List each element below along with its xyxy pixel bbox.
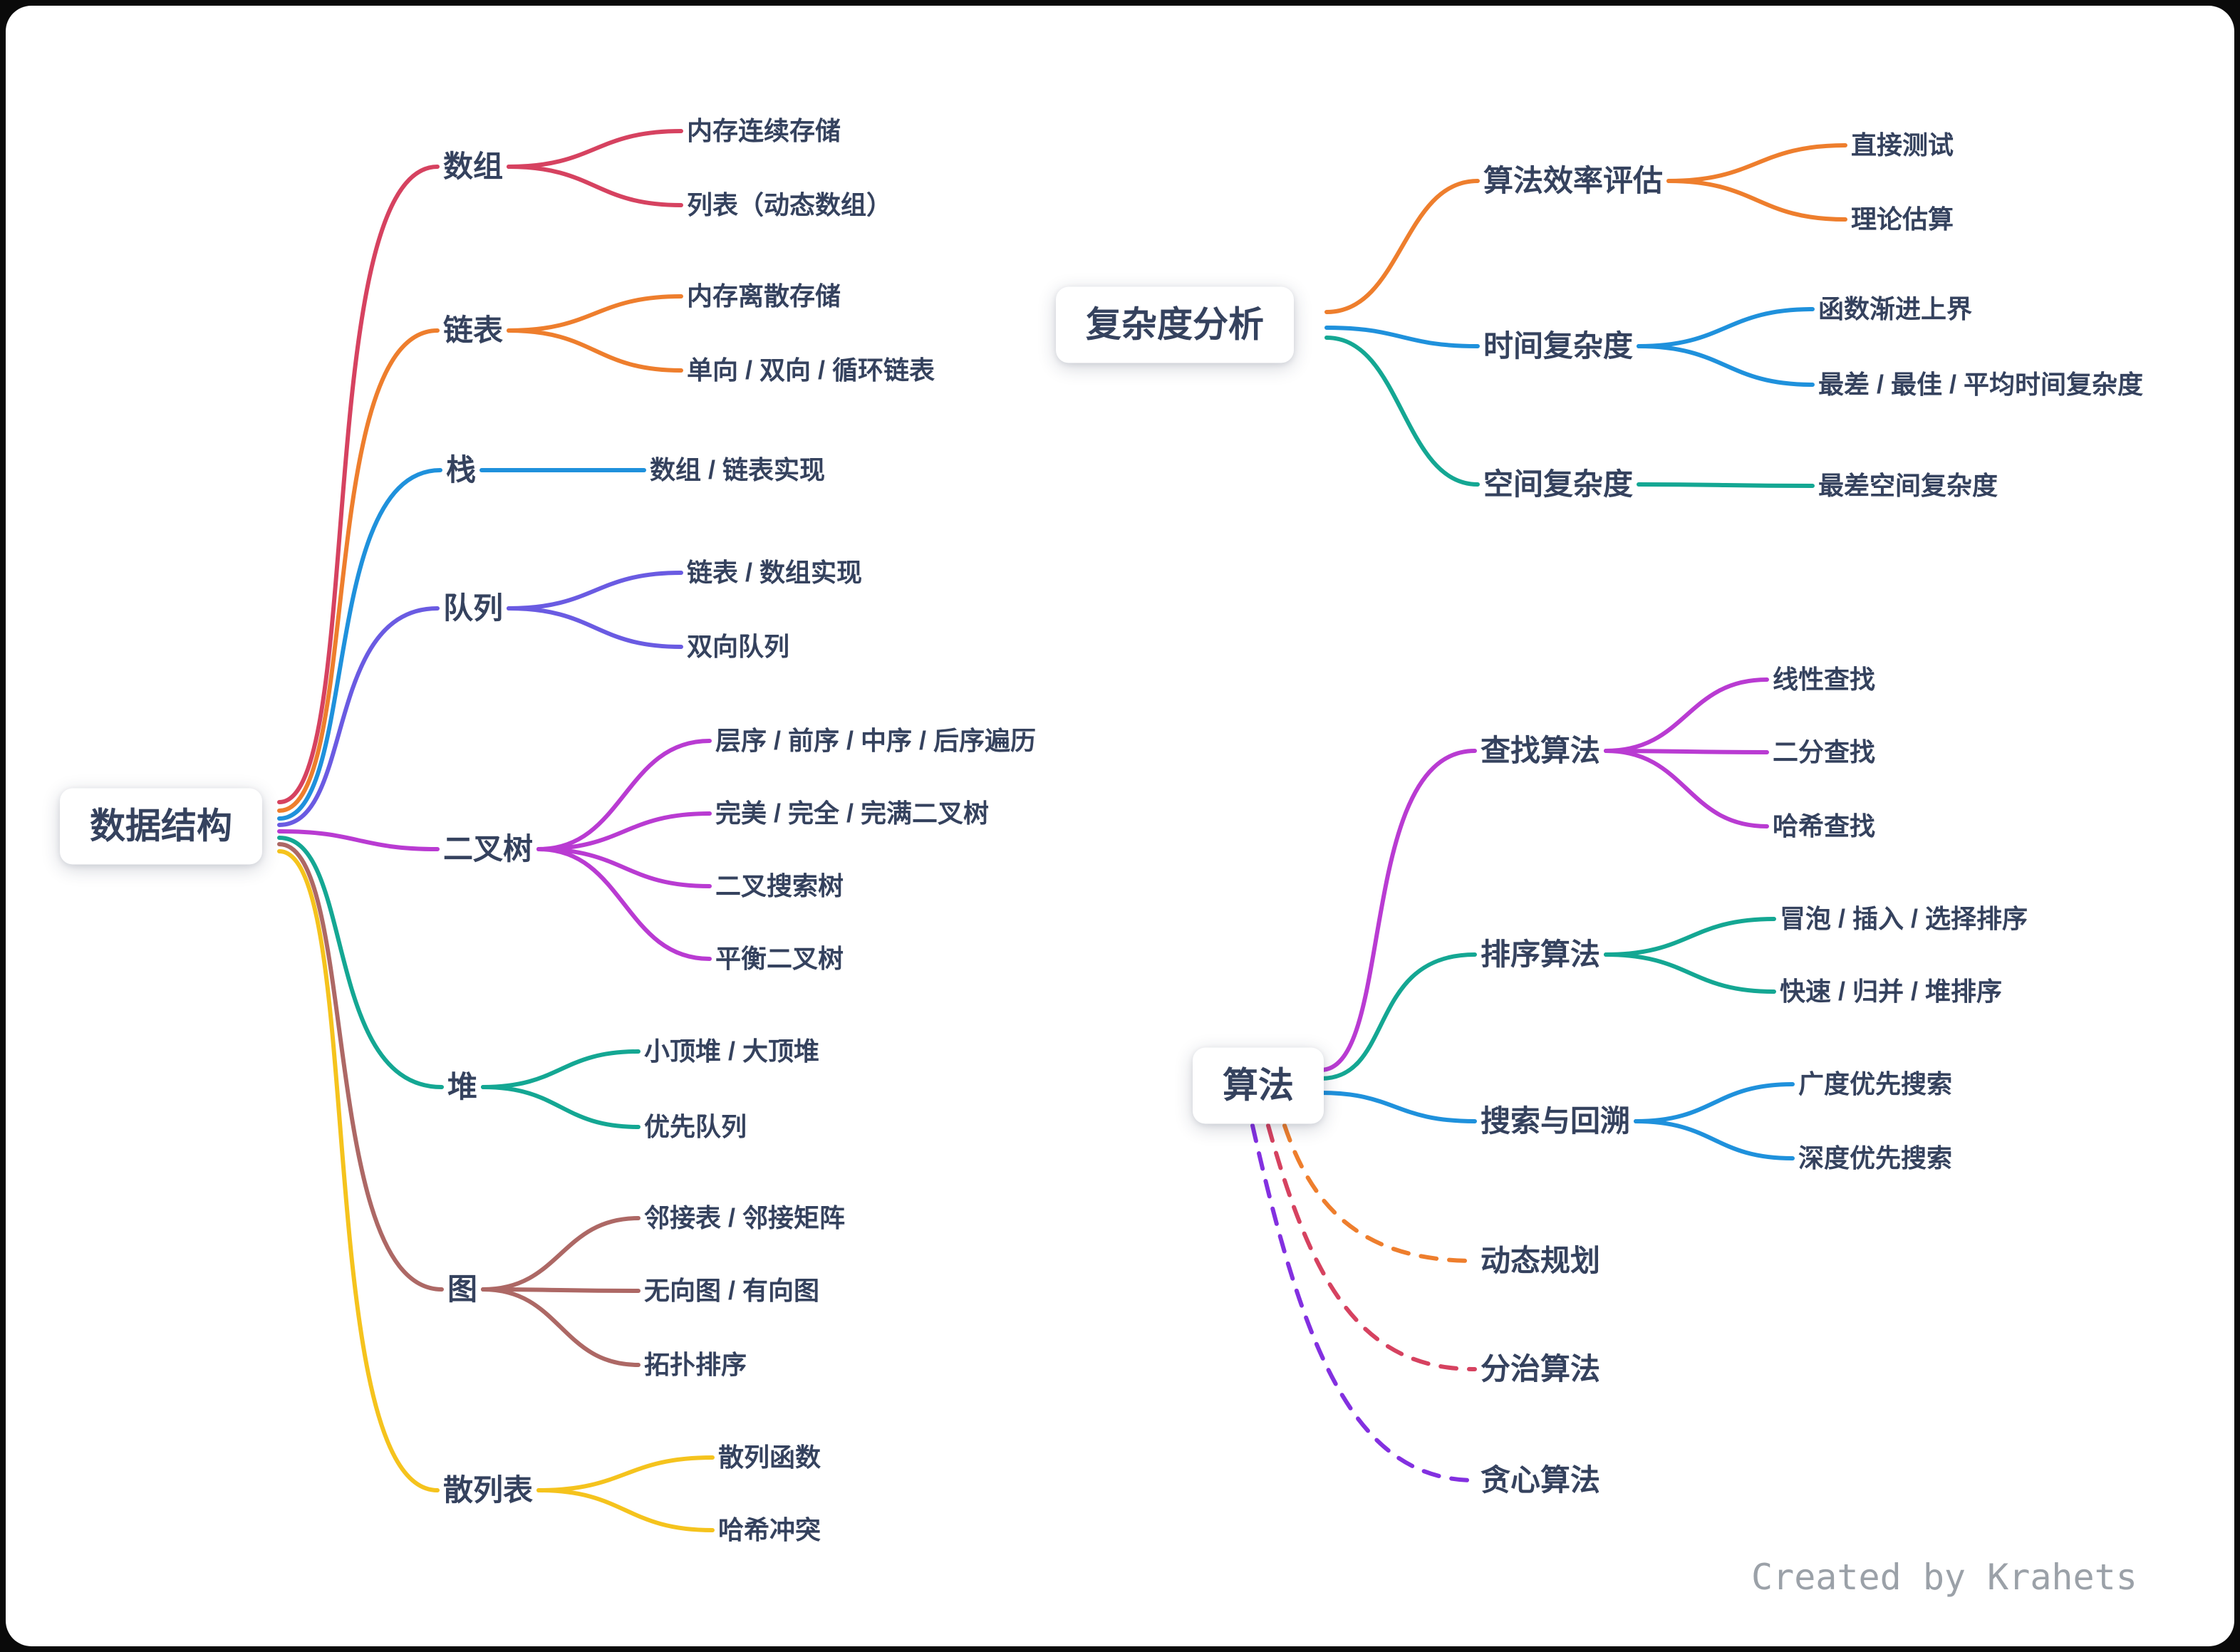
- link: [1637, 307, 1815, 348]
- link: [1604, 749, 1769, 754]
- link: [507, 294, 683, 333]
- branch-time-complexity[interactable]: 时间复杂度: [1483, 328, 1634, 363]
- link: [536, 739, 712, 851]
- branch-queue[interactable]: 队列: [443, 591, 504, 625]
- link: [481, 1287, 641, 1293]
- link: [507, 129, 683, 169]
- link: [507, 606, 683, 649]
- link: [1282, 1123, 1477, 1263]
- link: [1604, 917, 1776, 957]
- branch-array[interactable]: 数组: [443, 149, 504, 183]
- credit-text: Created by Krahets: [1751, 1557, 2137, 1598]
- leaf-node[interactable]: 直接测试: [1851, 130, 1954, 160]
- root-algorithms[interactable]: 算法: [1193, 1047, 1324, 1124]
- branch-search-backtracking[interactable]: 搜索与回溯: [1481, 1103, 1631, 1138]
- leaf-node[interactable]: 函数渐进上界: [1818, 294, 1973, 324]
- leaf-node[interactable]: 小顶堆 / 大顶堆: [644, 1037, 820, 1066]
- branch-space-complexity[interactable]: 空间复杂度: [1483, 467, 1634, 501]
- link: [536, 811, 712, 851]
- link: [1666, 179, 1847, 222]
- link: [1634, 1119, 1795, 1160]
- branch-stack[interactable]: 栈: [446, 452, 477, 487]
- branch-sorting[interactable]: 排序算法: [1481, 937, 1601, 971]
- link: [481, 1085, 641, 1129]
- leaf-node[interactable]: 最差 / 最佳 / 平均时间复杂度: [1818, 370, 2144, 400]
- root-complexity-analysis[interactable]: 复杂度分析: [1056, 286, 1294, 363]
- branch-greedy[interactable]: 贪心算法: [1481, 1463, 1601, 1497]
- link: [1637, 344, 1815, 387]
- leaf-node[interactable]: 理论估算: [1851, 204, 1954, 234]
- leaf-node[interactable]: 哈希冲突: [718, 1515, 821, 1545]
- link: [1250, 1123, 1477, 1482]
- link: [507, 571, 683, 611]
- leaf-node[interactable]: 数组 / 链表实现: [650, 455, 826, 485]
- branch-hash-table[interactable]: 散列表: [443, 1472, 534, 1507]
- leaf-node[interactable]: 二分查找: [1773, 737, 1876, 767]
- leaf-node[interactable]: 广度优先搜索: [1798, 1069, 1953, 1099]
- leaf-node[interactable]: 无向图 / 有向图: [644, 1276, 820, 1306]
- link: [1604, 677, 1769, 753]
- link: [507, 328, 683, 373]
- branch-divide-and-conquer[interactable]: 分治算法: [1481, 1351, 1601, 1386]
- link: [1319, 749, 1477, 1072]
- link: [1324, 179, 1480, 314]
- link: [1319, 1091, 1477, 1123]
- leaf-node[interactable]: 链表 / 数组实现: [687, 558, 863, 588]
- branch-binary-tree[interactable]: 二叉树: [443, 831, 534, 866]
- leaf-node[interactable]: 拓扑排序: [644, 1350, 747, 1380]
- link: [277, 829, 440, 851]
- leaf-node[interactable]: 散列函数: [718, 1443, 821, 1472]
- leaf-node[interactable]: 邻接表 / 邻接矩阵: [644, 1203, 846, 1233]
- link: [481, 1049, 641, 1089]
- leaf-node[interactable]: 线性查找: [1773, 665, 1876, 695]
- branch-linked-list[interactable]: 链表: [443, 313, 504, 347]
- leaf-node[interactable]: 二叉搜索树: [715, 871, 844, 901]
- link: [277, 836, 444, 1089]
- leaf-node[interactable]: 优先队列: [644, 1112, 747, 1142]
- link: [1604, 749, 1769, 828]
- branch-efficiency-evaluation[interactable]: 算法效率评估: [1483, 163, 1664, 197]
- branch-graph[interactable]: 图: [447, 1272, 478, 1306]
- leaf-node[interactable]: 哈希查找: [1773, 811, 1876, 841]
- leaf-node[interactable]: 列表（动态数组）: [687, 190, 893, 220]
- link: [277, 842, 444, 1292]
- link: [536, 847, 712, 888]
- link: [277, 849, 440, 1492]
- link: [1319, 952, 1477, 1081]
- link: [277, 606, 440, 827]
- mindmap-canvas: 数据结构 数组 链表 栈 队列 二叉树 堆 图 散列表 内存连续存储 列表（动态…: [6, 6, 2234, 1646]
- link: [507, 165, 683, 207]
- link: [277, 165, 440, 804]
- link: [536, 1455, 715, 1492]
- link: [1604, 952, 1776, 994]
- link: [481, 1287, 641, 1367]
- mindmap-links: [277, 129, 1847, 1532]
- branch-searching[interactable]: 查找算法: [1481, 733, 1601, 767]
- link: [1666, 143, 1847, 183]
- link: [536, 1488, 715, 1532]
- leaf-node[interactable]: 快速 / 归并 / 堆排序: [1780, 977, 2003, 1007]
- leaf-node[interactable]: 平衡二叉树: [715, 944, 844, 974]
- link: [1637, 482, 1815, 488]
- leaf-node[interactable]: 内存离散存储: [687, 281, 841, 311]
- link: [481, 1216, 641, 1292]
- leaf-node[interactable]: 深度优先搜索: [1798, 1143, 1953, 1173]
- link: [1324, 326, 1480, 348]
- link: [277, 468, 442, 821]
- leaf-node[interactable]: 内存连续存储: [687, 116, 841, 146]
- link: [1266, 1123, 1477, 1371]
- leaf-node[interactable]: 单向 / 双向 / 循环链表: [687, 355, 935, 385]
- link: [1324, 336, 1480, 487]
- leaf-node[interactable]: 双向队列: [687, 632, 790, 662]
- leaf-node[interactable]: 完美 / 完全 / 完满二叉树: [715, 799, 990, 828]
- root-data-structures[interactable]: 数据结构: [60, 788, 262, 865]
- leaf-node[interactable]: 最差空间复杂度: [1818, 471, 1998, 501]
- link: [1634, 1082, 1795, 1123]
- leaf-node[interactable]: 层序 / 前序 / 中序 / 后序遍历: [715, 726, 1037, 756]
- link: [536, 847, 712, 961]
- leaf-node[interactable]: 冒泡 / 插入 / 选择排序: [1780, 904, 2028, 934]
- link: [277, 328, 440, 813]
- branch-dynamic-programming[interactable]: 动态规划: [1481, 1243, 1601, 1277]
- branch-heap[interactable]: 堆: [447, 1069, 478, 1103]
